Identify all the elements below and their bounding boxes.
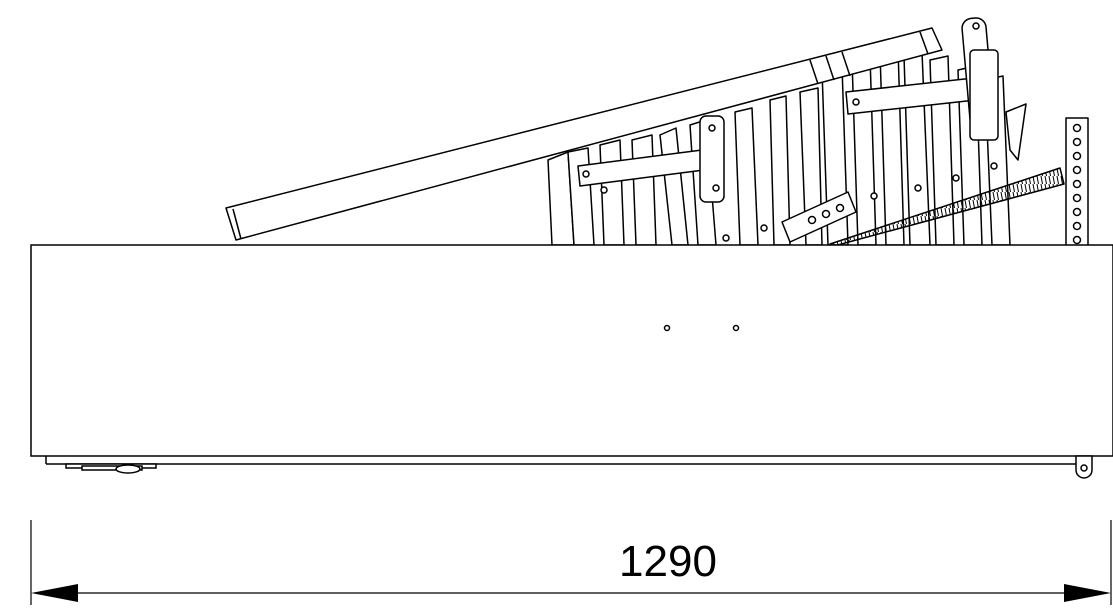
mounting-hole-left bbox=[663, 324, 671, 332]
arrowhead-right bbox=[1064, 584, 1111, 602]
perforated-strip bbox=[1065, 117, 1089, 247]
arrowhead-left bbox=[31, 584, 78, 602]
ladder-mechanism bbox=[225, 17, 1089, 247]
hinge-arm-left bbox=[699, 115, 725, 203]
pivot-holes bbox=[600, 174, 960, 242]
angled-bracket bbox=[781, 191, 857, 243]
mounting-hole-right bbox=[732, 324, 740, 332]
dimension-value: 1290 bbox=[619, 537, 717, 586]
latch-bottom-left bbox=[65, 463, 157, 474]
corner-hinge-right bbox=[1075, 455, 1093, 479]
dimension-annotation: 1290 bbox=[30, 520, 1112, 605]
box-body bbox=[30, 244, 1113, 457]
top-rail bbox=[225, 27, 943, 241]
box-housing bbox=[30, 244, 1113, 465]
hinge-arm-right bbox=[961, 17, 999, 170]
